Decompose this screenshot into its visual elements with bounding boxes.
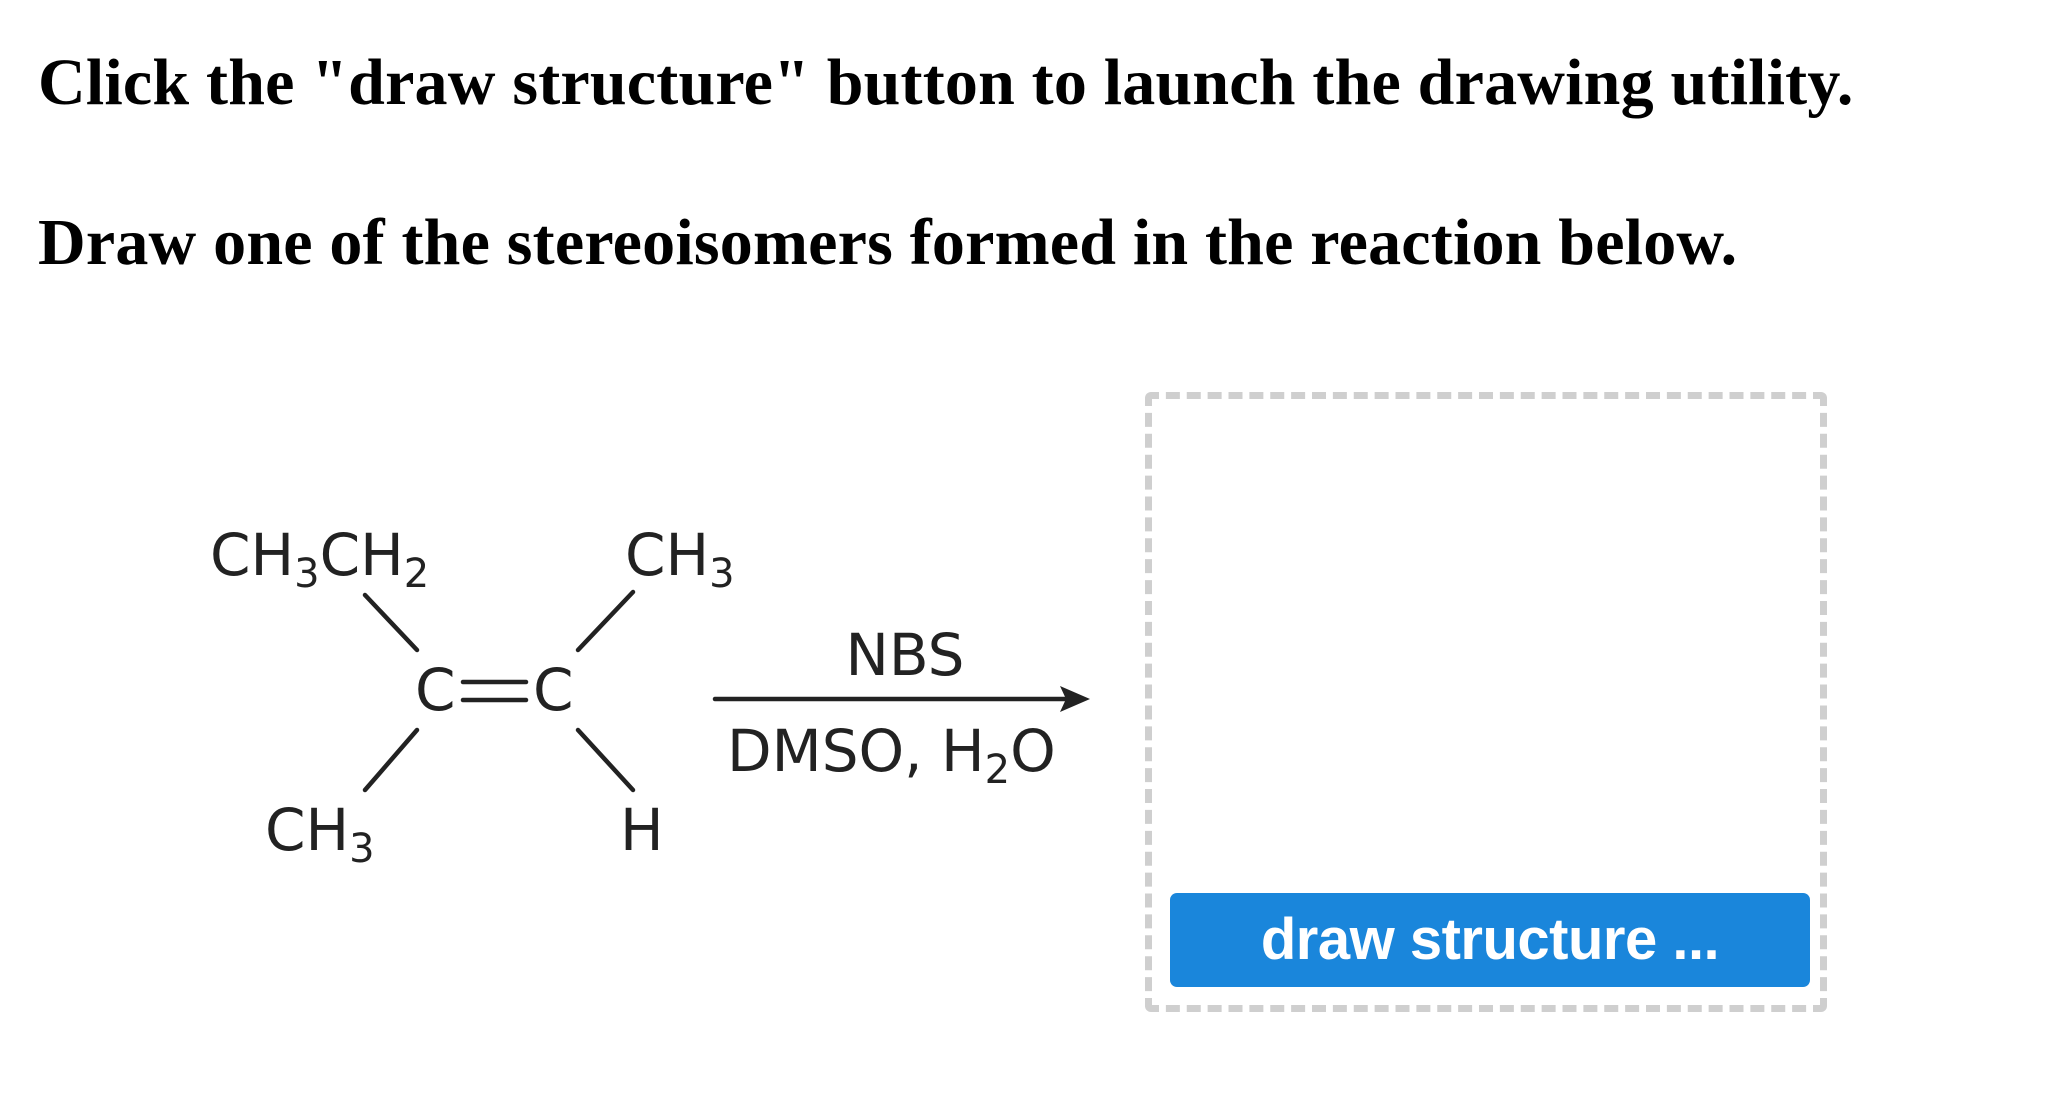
substituent-methyl-bottom: CH3 <box>265 796 375 872</box>
carbon-right: C <box>533 656 574 724</box>
carbon-left: C <box>415 656 456 724</box>
reagent-conditions: DMSO, H2O <box>727 717 1056 793</box>
bond-top-left <box>362 592 420 653</box>
draw-structure-button[interactable]: draw structure ... <box>1170 893 1810 987</box>
instruction-launch-utility: Click the "draw structure" button to lau… <box>38 46 1854 119</box>
substituent-ethyl: CH3CH2 <box>210 521 429 597</box>
reagent-nbs: NBS <box>846 621 965 689</box>
reaction-arrow-head <box>1060 686 1090 712</box>
bond-bottom-right <box>575 727 636 793</box>
instruction-draw-stereoisomer: Draw one of the stereoisomers formed in … <box>38 206 1738 279</box>
bond-bottom-left <box>362 727 420 793</box>
substituent-methyl-top: CH3 <box>625 521 735 597</box>
bond-top-right <box>575 589 636 653</box>
substituent-hydrogen: H <box>620 796 664 864</box>
answer-drawing-area[interactable]: draw structure ... <box>1145 392 1827 1012</box>
